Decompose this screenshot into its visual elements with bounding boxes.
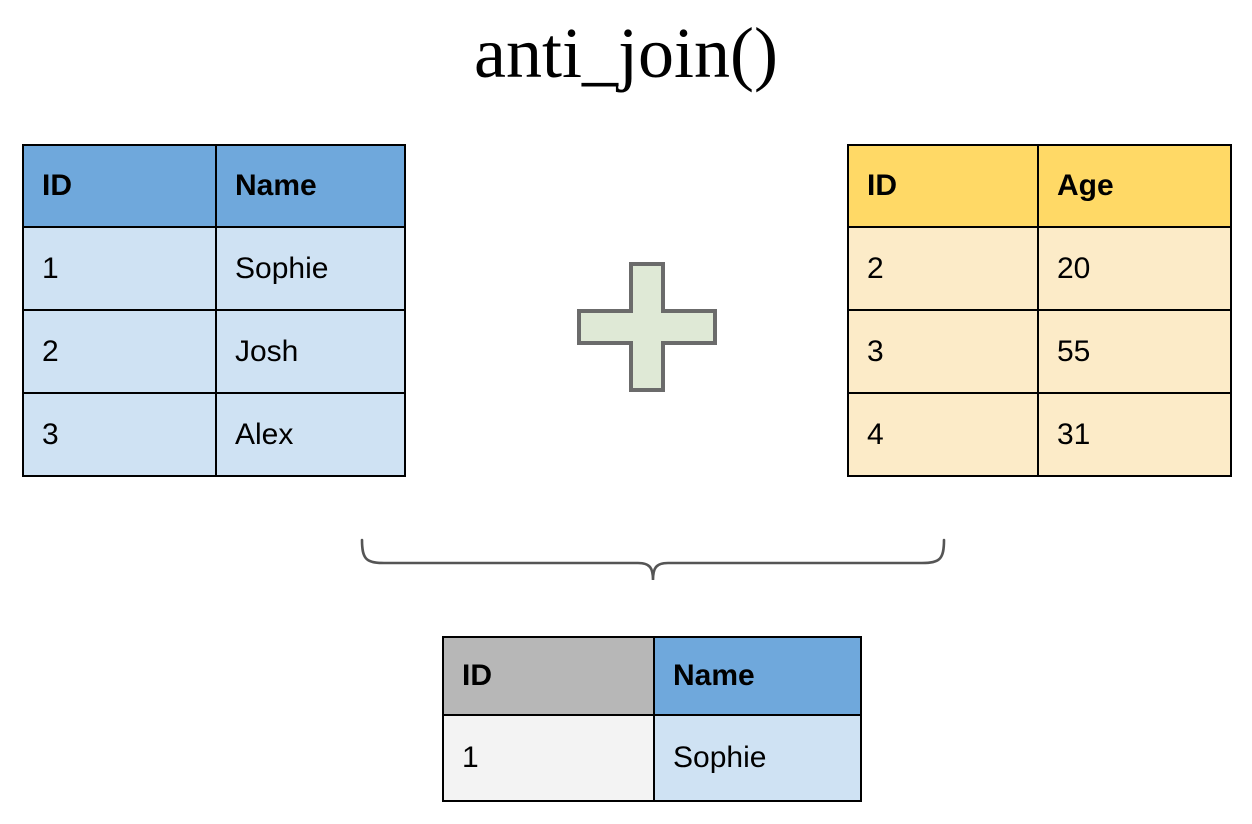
table-row: 3 Alex [22, 392, 406, 477]
cell-name: Alex [215, 392, 406, 477]
table-header-row: ID Age [847, 144, 1232, 228]
table-row: 2 20 [847, 226, 1232, 311]
table-row: 1 Sophie [22, 226, 406, 311]
column-header-id: ID [442, 636, 655, 716]
cell-id: 1 [22, 226, 217, 311]
cell-name: Sophie [653, 714, 862, 802]
table-header-row: ID Name [442, 636, 862, 716]
table-row: 4 31 [847, 392, 1232, 477]
cell-id: 2 [847, 226, 1039, 311]
plus-icon [577, 262, 717, 392]
cell-name: Sophie [215, 226, 406, 311]
cell-id: 3 [22, 392, 217, 477]
result-table: ID Name 1 Sophie [442, 636, 862, 802]
column-header-id: ID [22, 144, 217, 228]
column-header-id: ID [847, 144, 1039, 228]
cell-name: Josh [215, 309, 406, 394]
column-header-name: Name [215, 144, 406, 228]
table-row: 1 Sophie [442, 714, 862, 802]
left-input-table: ID Name 1 Sophie 2 Josh 3 Alex [22, 144, 406, 477]
column-header-age: Age [1037, 144, 1232, 228]
cell-id: 2 [22, 309, 217, 394]
cell-id: 1 [442, 714, 655, 802]
page-title: anti_join() [474, 13, 778, 93]
cell-id: 4 [847, 392, 1039, 477]
cell-age: 20 [1037, 226, 1232, 311]
table-row: 2 Josh [22, 309, 406, 394]
cell-age: 31 [1037, 392, 1232, 477]
table-header-row: ID Name [22, 144, 406, 228]
table-row: 3 55 [847, 309, 1232, 394]
right-input-table: ID Age 2 20 3 55 4 31 [847, 144, 1232, 477]
curly-brace-down-icon [350, 528, 970, 598]
cell-id: 3 [847, 309, 1039, 394]
cell-age: 55 [1037, 309, 1232, 394]
column-header-name: Name [653, 636, 862, 716]
